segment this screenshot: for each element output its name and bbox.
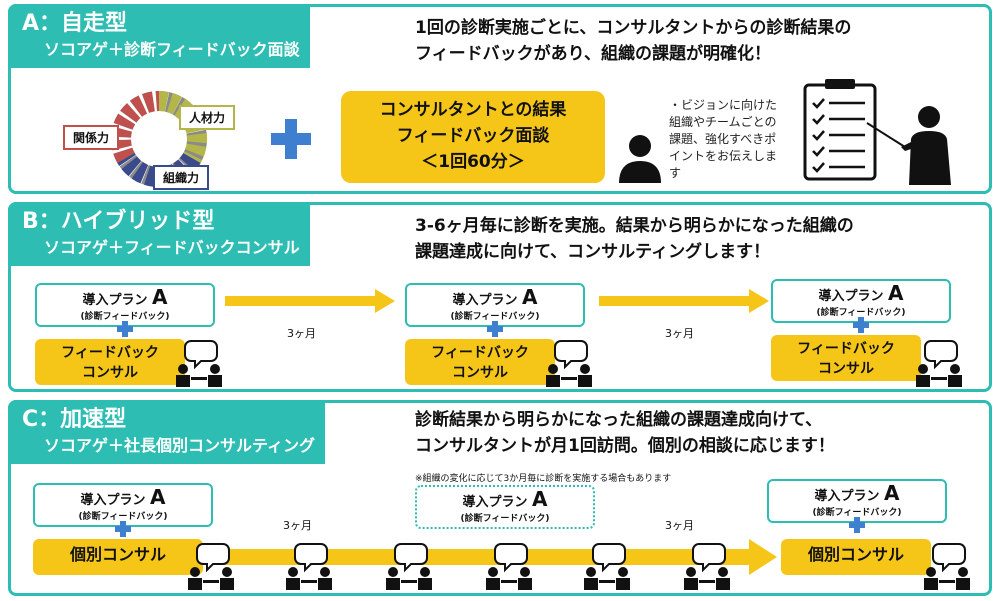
meeting-people-icon xyxy=(924,543,970,590)
section-a-tag: A：自走型 ソコアゲ＋診断フィードバック面談 xyxy=(8,4,310,68)
meeting-people-icon xyxy=(176,340,222,387)
plan-sub: (診断フィードバック) xyxy=(460,514,550,524)
section-c-headline: 診断結果から明らかになった組織の課題達成向けて、 コンサルタントが月1回訪問。個… xyxy=(415,407,835,459)
section-c-footnote: ※組織の変化に応じて3か月毎に診断を実施する場合もあります xyxy=(415,474,672,484)
plus-icon xyxy=(271,119,311,159)
meeting-people-icon xyxy=(916,340,962,387)
section-a-headline: 1回の診断実施ごとに、コンサルタントからの診断結果の フィードバックがあり、組織… xyxy=(415,15,851,67)
feedback-meeting-box: コンサルタントとの結果 フィードバック面談 ＜1回60分＞ xyxy=(341,91,605,183)
consult-line1: フィードバック xyxy=(61,345,159,361)
consult-line2: コンサル xyxy=(818,361,874,377)
meeting-people-icon xyxy=(188,543,234,590)
interval-label: 3ヶ月 xyxy=(283,519,312,532)
plus-icon xyxy=(853,317,869,333)
section-b-headline: 3-6ヶ月毎に診断を実施。結果から明らかになった組織の 課題達成に向けて、コンサ… xyxy=(415,213,854,265)
consult-box-b2: フィードバック コンサル xyxy=(405,339,555,385)
plus-icon xyxy=(849,517,865,533)
meeting-people-icon xyxy=(386,543,432,590)
arrow-right-icon xyxy=(599,289,769,313)
section-b-headline-line2: 課題達成に向けて、コンサルティングします！ xyxy=(415,242,771,262)
meeting-people-icon xyxy=(486,543,532,590)
ring-diagram: 人材力 関係力 組織力 xyxy=(61,89,261,190)
section-c-subtitle: ソコアゲ＋社長個別コンサルティング xyxy=(44,436,316,455)
section-c-title: C：加速型 xyxy=(22,407,127,432)
plus-icon xyxy=(117,321,133,337)
section-a-title: A：自走型 xyxy=(22,11,128,36)
plan-label: 導入プラン xyxy=(452,293,518,308)
meeting-box-line2: フィードバック面談 xyxy=(396,126,550,146)
note-line5: す xyxy=(669,166,682,180)
section-c: C：加速型 ソコアゲ＋社長個別コンサルティング 診断結果から明らかになった組織の… xyxy=(8,400,992,596)
plan-box-c1: 導入プラン A (診断フィードバック) xyxy=(33,483,213,527)
plan-letter: A xyxy=(884,481,900,505)
plan-letter: A xyxy=(522,285,538,309)
plan-sub: (診断フィードバック) xyxy=(812,508,902,518)
section-b-tag: B：ハイブリッド型 ソコアゲ＋フィードバックコンサル xyxy=(8,202,310,266)
plus-icon xyxy=(115,521,131,537)
interval-label: 3ヶ月 xyxy=(665,519,694,532)
plan-letter: A xyxy=(888,281,904,305)
section-a-headline-line1: 1回の診断実施ごとに、コンサルタントからの診断結果の xyxy=(415,18,852,38)
plan-label: 導入プラン xyxy=(462,495,528,510)
note-line1: ・ビジョンに向けた xyxy=(669,98,778,112)
plan-box-b1: 導入プラン A (診断フィードバック) xyxy=(35,283,215,327)
plan-letter: A xyxy=(532,487,548,511)
meeting-box-line1: コンサルタントとの結果 xyxy=(379,100,567,120)
ring-label-org: 組織力 xyxy=(153,165,210,190)
person-icon xyxy=(619,135,661,183)
plan-label: 導入プラン xyxy=(82,293,148,308)
section-a-subtitle: ソコアゲ＋診断フィードバック面談 xyxy=(44,40,300,59)
section-a-headline-line2: フィードバックがあり、組織の課題が明確化！ xyxy=(415,44,771,64)
section-c-tag: C：加速型 ソコアゲ＋社長個別コンサルティング xyxy=(8,400,326,464)
note-line2: 組織やチームごとの xyxy=(669,115,777,129)
ring-label-human: 人材力 xyxy=(179,105,236,130)
note-line4: イントをお伝えしま xyxy=(669,149,778,163)
note-line3: 課題、強化すべきポ xyxy=(669,132,777,146)
plan-label: 導入プラン xyxy=(814,489,880,504)
plus-icon xyxy=(487,321,503,337)
consult-line1: フィードバック xyxy=(797,341,895,357)
plan-sub: (診断フィードバック) xyxy=(78,512,168,522)
interval-label: 3ヶ月 xyxy=(287,327,316,340)
arrow-right-icon xyxy=(225,289,395,313)
plan-letter: A xyxy=(152,285,168,309)
meeting-people-icon xyxy=(286,543,332,590)
section-b-title: B：ハイブリッド型 xyxy=(22,209,215,234)
presenter-clipboard-icon xyxy=(803,79,951,185)
meeting-people-icon xyxy=(684,543,730,590)
ring-label-relation: 関係力 xyxy=(63,125,120,150)
section-b-headline-line1: 3-6ヶ月毎に診断を実施。結果から明らかになった組織の xyxy=(415,216,854,236)
consult-line1: フィードバック xyxy=(431,345,529,361)
section-c-headline-line2: コンサルタントが月1回訪問。個別の相談に応じます！ xyxy=(415,436,835,456)
consult-box-b1: フィードバック コンサル xyxy=(35,339,185,385)
section-a: A：自走型 ソコアゲ＋診断フィードバック面談 1回の診断実施ごとに、コンサルタン… xyxy=(8,4,992,194)
section-c-headline-line1: 診断結果から明らかになった組織の課題達成向けて、 xyxy=(415,410,823,430)
plan-box-c-optional: 導入プラン A (診断フィードバック) xyxy=(415,485,595,529)
section-b: B：ハイブリッド型 ソコアゲ＋フィードバックコンサル 3-6ヶ月毎に診断を実施。… xyxy=(8,202,992,392)
consult-box-c2: 個別コンサル xyxy=(781,539,931,575)
meeting-box-line3: ＜1回60分＞ xyxy=(421,152,525,172)
meeting-people-icon xyxy=(546,340,592,387)
plan-sub: (診断フィードバック) xyxy=(80,312,170,322)
plan-label: 導入プラン xyxy=(818,289,884,304)
consult-line2: コンサル xyxy=(452,365,508,381)
meeting-people-icon xyxy=(584,543,630,590)
consult-line2: コンサル xyxy=(82,365,138,381)
section-a-note: ・ビジョンに向けた 組織やチームごとの 課題、強化すべきポ イントをお伝えしま … xyxy=(669,97,777,182)
plan-label: 導入プラン xyxy=(80,493,146,508)
plan-box-b3: 導入プラン A (診断フィードバック) xyxy=(771,279,951,323)
interval-label: 3ヶ月 xyxy=(665,327,694,340)
plan-sub: (診断フィードバック) xyxy=(816,308,906,318)
plan-letter: A xyxy=(150,485,166,509)
consult-box-b3: フィードバック コンサル xyxy=(771,335,921,381)
plan-sub: (診断フィードバック) xyxy=(450,312,540,322)
consult-box-c1: 個別コンサル xyxy=(33,539,203,575)
section-b-subtitle: ソコアゲ＋フィードバックコンサル xyxy=(44,238,300,257)
